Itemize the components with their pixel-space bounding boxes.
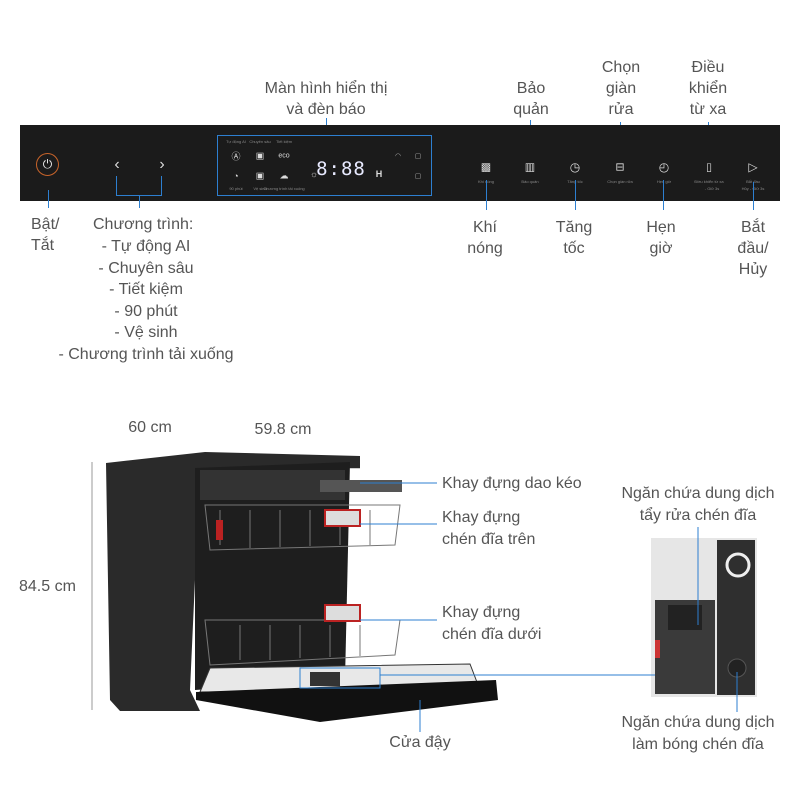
rack-select-button[interactable]: ⊟ (615, 161, 625, 174)
digit-display: 8:88 (316, 158, 366, 180)
hot-air-button[interactable]: ▩ (480, 161, 492, 174)
storage-button[interactable]: ▥ (524, 161, 536, 174)
chevron-left-icon[interactable]: ‹ (114, 156, 120, 173)
control-panel: ⏻ ‹ › Tự động AI Chuyên sâu Tiết kiệm Ⓐ … (20, 125, 780, 201)
rack-small-label: Chọn giàn rửa (607, 179, 633, 184)
leader-line (575, 180, 576, 210)
start-small-label: Bắt đầu (746, 179, 760, 184)
salt-indicator-icon: ▢ (414, 153, 422, 160)
hygiene-icon[interactable]: ▣ (255, 170, 265, 181)
prog-hygiene-label: Vệ sinh (253, 186, 267, 191)
start-button[interactable]: ▷ (748, 160, 758, 174)
width-dimension: 59.8 cm (254, 421, 312, 438)
remote-sub-label: - Giữ 3s (704, 186, 720, 191)
display-unit: H (375, 169, 383, 179)
power-button[interactable]: ⏻ (36, 153, 59, 176)
prog-intensive-label: Chuyên sâu (249, 139, 271, 144)
timer-small-label: Hẹn giờ (656, 179, 672, 184)
prog-auto-label: Tự động AI (226, 139, 246, 144)
90min-icon[interactable]: ◔ (233, 171, 239, 181)
leader-line (161, 176, 162, 196)
prog-download-label: Chương trình tải xuống (263, 186, 305, 191)
leader-line (139, 195, 140, 208)
programs-title: Chương trình: (93, 216, 194, 233)
prog-90-label: 90 phút (229, 186, 243, 191)
door-label: Cửa đậy (389, 734, 451, 751)
storage-small-label: Bảo quản (521, 179, 539, 184)
prog-eco-label: Tiết kiệm (275, 139, 293, 144)
cutlery-tray-label: Khay đựng dao kéo (442, 475, 582, 492)
programs-list: - Tự động AI- Chuyên sâu- Tiết kiệm- 90 … (58, 238, 234, 363)
display-area: Tự động AI Chuyên sâu Tiết kiệm Ⓐ ▣ eco … (217, 135, 432, 196)
leader-line (48, 190, 49, 208)
wifi-icon: ◠ (394, 153, 402, 160)
eco-icon[interactable]: eco (278, 152, 290, 160)
rinse-indicator-icon: ▢ (414, 173, 422, 180)
leader-line (753, 182, 754, 210)
remote-button[interactable]: ▯ (705, 161, 713, 174)
intensive-icon[interactable]: ▣ (255, 150, 265, 161)
speed-button[interactable]: ◷ (569, 160, 581, 174)
leader-line (486, 180, 487, 210)
timer-button[interactable]: ◴ (658, 160, 670, 174)
download-program-icon[interactable]: ☁ (279, 170, 289, 181)
leader-line (663, 180, 664, 210)
remote-small-label: Điều khiển từ xa (694, 179, 724, 184)
height-dimension: 84.5 cm (19, 578, 76, 595)
chevron-right-icon[interactable]: › (159, 156, 165, 173)
auto-ai-icon[interactable]: Ⓐ (231, 151, 241, 162)
leader-line (116, 176, 117, 196)
power-label: Bật/Tắt (31, 216, 60, 254)
sun-icon: ☼ (309, 169, 319, 179)
depth-dimension: 60 cm (128, 419, 172, 436)
